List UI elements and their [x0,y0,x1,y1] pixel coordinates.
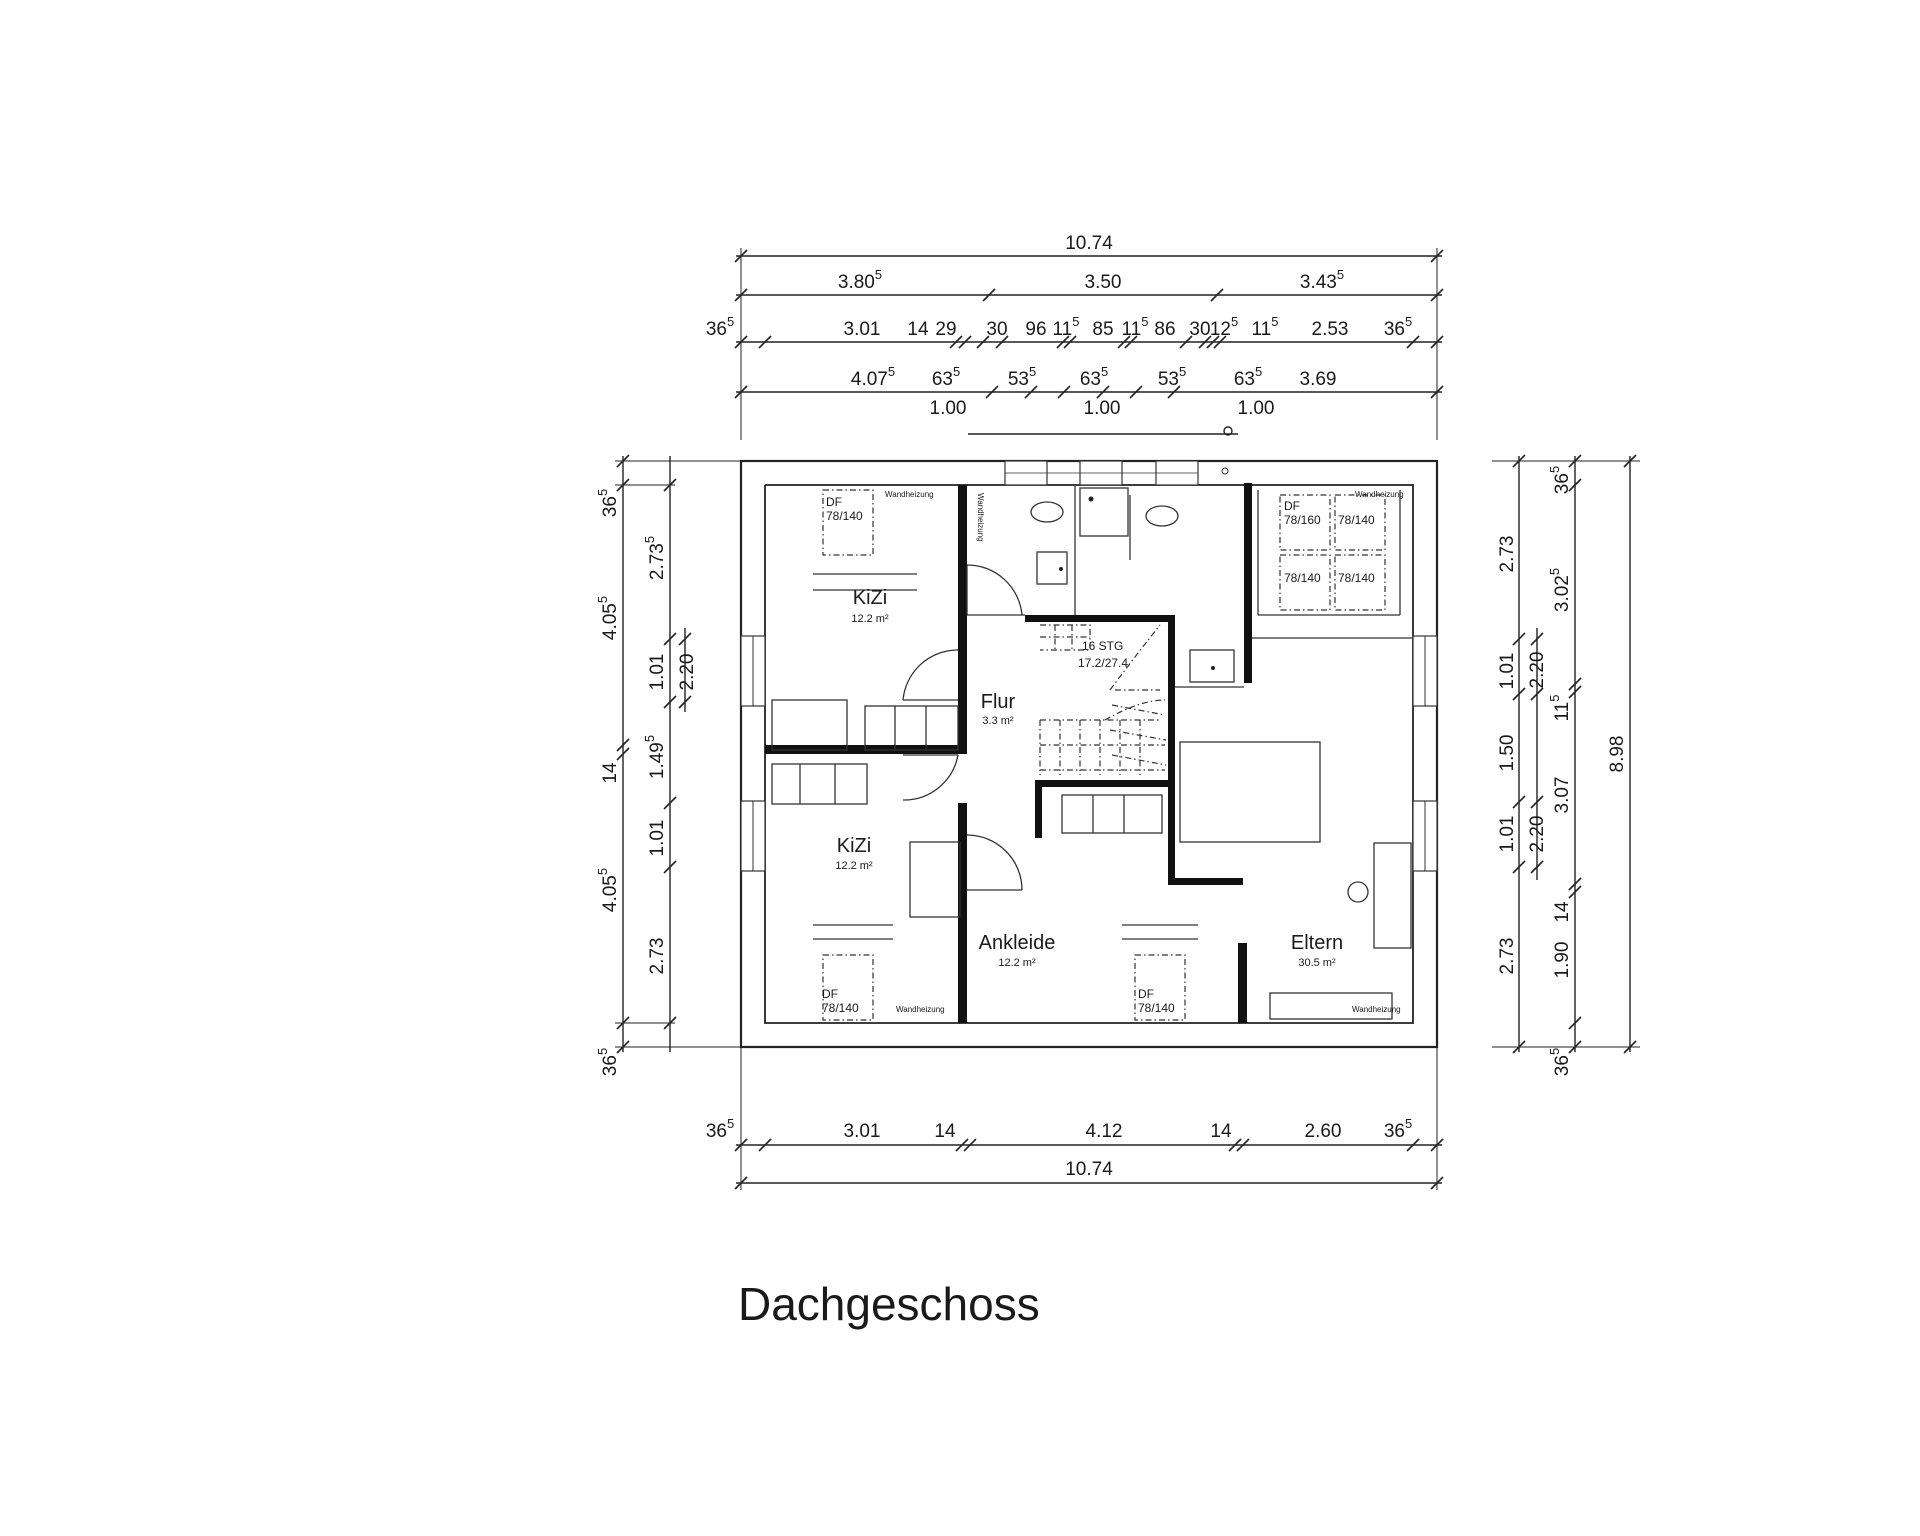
bottom-dimensions: 365 3.01 14 4.12 14 2.60 365 10.74 [706,1046,1444,1190]
dim-top-r4-2: 635 [932,364,960,390]
dim-right-i3: 1.50 [1497,735,1518,772]
dim-bot-total: 10.74 [1065,1159,1113,1180]
room-flur: Flur [981,691,1016,713]
stair: 16 STG 17.2/27.4 [1039,624,1167,775]
dim-top-r3-3: 14 [907,319,929,340]
dim-top-r3-5: 30 [986,319,1007,340]
dim-left-o1: 365 [595,1048,621,1076]
dim-left-m2: 1.01 [647,654,668,691]
dim-top-r3-7: 115 [1053,314,1080,340]
dim-left-m4: 1.01 [647,820,668,857]
dim-left-o3: 14 [600,762,621,784]
stair-ratio: 17.2/27.4 [1078,656,1128,670]
dim-top-r3-10: 86 [1154,319,1175,340]
dim-bot-7: 365 [1384,1116,1412,1142]
df-size-5: 78/140 [1338,513,1375,527]
right-dimensions: 2.73 1.01 1.50 1.01 2.73 2.20 2.20 365 3… [1492,454,1640,1076]
dim-right-i5: 2.73 [1497,938,1518,975]
dim-right-m1: 2.20 [1527,652,1548,689]
df-size-4: 78/160 [1284,513,1321,527]
df-label-4: DF [1284,499,1300,513]
plan-title: Dachgeschoss [738,1278,1040,1330]
dim-top-r2-2: 3.50 [1085,272,1122,293]
room-kizi-top: KiZi [853,587,887,609]
wandheizung-5: Wandheizung [1352,1005,1401,1014]
dim-top-r2-1: 3.805 [838,267,882,293]
dim-top-r4-1: 4.075 [851,364,895,390]
dim-left-o2: 4.055 [595,596,621,640]
dim-top-r4-7: 3.69 [1300,369,1337,390]
dim-top-r4-3: 535 [1008,364,1036,390]
dim-right-total: 8.98 [1607,736,1628,773]
room-kizi-bottom-area: 12.2 m² [835,860,873,872]
df-size-3: 78/140 [1138,1001,1175,1015]
dim-right-i1: 2.73 [1497,536,1518,573]
dim-left-m3: 1.495 [642,735,668,779]
top-dimensions: 10.74 3.805 3.50 3.435 [706,233,1444,440]
wandheizung-1: Wandheizung [885,490,934,499]
dim-top-r3-2: 3.01 [844,319,881,340]
dim-top-r4-4: 635 [1080,364,1108,390]
df-label-3: DF [1138,987,1154,1001]
dim-right-o4: 3.07 [1552,777,1573,814]
dim-right-o5: 14 [1552,901,1573,923]
dim-top-r3-1: 365 [706,314,734,340]
dim-bot-3: 14 [934,1121,956,1142]
left-dimensions: 365 4.055 14 4.055 365 2.735 1.01 1.495 … [595,454,745,1076]
dim-top-r3-15: 365 [1384,314,1412,340]
wandheizung-2: Wandheizung [976,493,985,542]
dim-top-r3-6: 96 [1025,319,1046,340]
wandheizung-4: Wandheizung [896,1005,945,1014]
room-eltern-area: 30.5 m² [1298,957,1336,969]
room-ankleide: Ankleide [979,932,1056,954]
df-label-1: DF [826,495,842,509]
room-kizi-bottom: KiZi [837,835,871,857]
dim-top-r3-11: 30 [1189,319,1210,340]
building: 16 STG 17.2/27.4 DF 78/ [739,459,1439,1049]
dim-right-o2: 3.025 [1547,568,1573,612]
dim-top-r5-3: 1.00 [1238,398,1275,419]
df-size-2: 78/140 [822,1001,859,1015]
wandheizung-3: Wandheizung [1355,490,1404,499]
df-size-1: 78/140 [826,509,863,523]
dim-left-m5: 2.73 [647,938,668,975]
dim-bot-5: 14 [1210,1121,1232,1142]
dim-right-m2: 2.20 [1527,816,1548,853]
dim-top-r3-14: 2.53 [1312,319,1349,340]
dim-bot-2: 3.01 [844,1121,881,1142]
dim-right-o3: 115 [1547,695,1573,722]
dim-right-i4: 1.01 [1497,816,1518,853]
dim-bot-4: 4.12 [1086,1121,1123,1142]
dim-left-o4: 4.055 [595,868,621,912]
dim-left-m1: 2.735 [642,536,668,580]
dim-top-r3-4: 29 [935,319,956,340]
dim-top-r3-12: 125 [1210,314,1238,340]
dim-top-r4-6: 635 [1234,364,1262,390]
dim-bot-1: 365 [706,1116,734,1142]
stair-count: 16 STG [1082,639,1123,653]
dim-top-r4-5: 535 [1158,364,1186,390]
dim-top-r3-8: 85 [1092,319,1113,340]
dim-top-r5-1: 1.00 [930,398,967,419]
dim-left-o5: 365 [595,489,621,517]
df-size-6: 78/140 [1284,571,1321,585]
dim-right-o6: 1.90 [1552,942,1573,979]
dim-top-r3-9: 115 [1122,314,1149,340]
dim-right-i2: 1.01 [1497,653,1518,690]
dim-left-i1: 2.20 [677,654,698,691]
dim-right-o7: 365 [1547,1048,1573,1076]
dim-bot-6: 2.60 [1305,1121,1342,1142]
dim-top-r2-3: 3.435 [1300,267,1344,293]
room-eltern: Eltern [1291,932,1343,954]
dim-top-r5-2: 1.00 [1084,398,1121,419]
df-size-7: 78/140 [1338,571,1375,585]
dim-top-total: 10.74 [1065,233,1113,254]
dim-top-r3-13: 115 [1252,314,1279,340]
room-kizi-top-area: 12.2 m² [851,613,889,625]
dim-right-o1: 365 [1547,466,1573,494]
room-ankleide-area: 12.2 m² [998,957,1036,969]
df-label-2: DF [822,987,838,1001]
room-flur-area: 3.3 m² [982,715,1014,727]
